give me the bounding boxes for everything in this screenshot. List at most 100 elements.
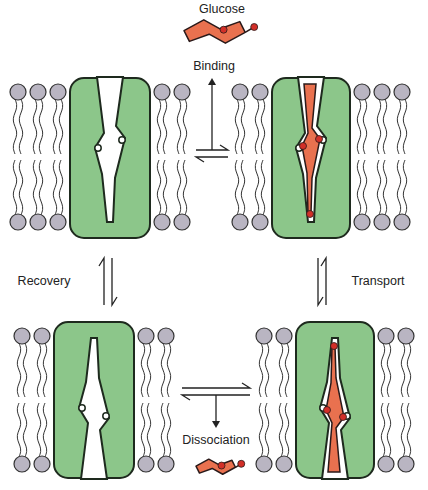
lipid-tail — [381, 403, 384, 457]
lipid-head — [30, 214, 46, 230]
lipid-head — [398, 456, 414, 472]
lipid-tail — [383, 99, 386, 154]
lipid-tail — [265, 343, 268, 397]
lipid-tail — [397, 99, 400, 154]
lipid-head — [50, 84, 66, 100]
lipid-tail — [397, 160, 400, 215]
lipid-tail — [401, 403, 404, 457]
glucose-hydroxyl — [307, 211, 314, 218]
lipid-tail — [401, 343, 404, 397]
glucose-hydroxyl — [316, 136, 323, 143]
glucose-hydroxyl — [238, 460, 245, 467]
lipid-tail — [177, 99, 180, 154]
lipid-tail — [39, 160, 42, 215]
binding-cleft — [296, 77, 326, 222]
step-label: Recovery — [16, 274, 73, 289]
transporter-protein — [296, 322, 374, 478]
step-label: Binding — [191, 59, 237, 74]
lipid-tail — [59, 160, 62, 215]
lipid-head — [158, 456, 174, 472]
lipid-tail — [53, 160, 56, 215]
lipid-head — [154, 84, 170, 100]
lipid-tail — [147, 343, 150, 397]
lipid-tail — [259, 403, 262, 457]
lipid-tail — [37, 403, 40, 457]
binding-cleft — [320, 338, 350, 479]
lipid-head — [34, 456, 50, 472]
lipid-head — [34, 328, 50, 344]
lipid-tail — [39, 99, 42, 154]
glucose-molecule — [184, 20, 245, 43]
branch-line — [215, 395, 216, 422]
lipid-head — [14, 328, 30, 344]
lipid-head — [50, 214, 66, 230]
lipid-tail — [147, 403, 150, 457]
branch-line — [211, 84, 212, 150]
step-label: Glucose — [197, 2, 247, 17]
lipid-tail — [43, 343, 46, 397]
arrowhead — [208, 78, 216, 85]
lipid-tail — [279, 343, 282, 397]
lipid-head — [158, 328, 174, 344]
lipid-tail — [161, 403, 164, 457]
glucose-hydroxyl — [331, 343, 338, 350]
equilibrium-harpoon — [321, 258, 326, 305]
lipid-head — [14, 456, 30, 472]
lipid-tail — [183, 160, 186, 215]
lipid-head — [276, 456, 292, 472]
lipid-tail — [141, 403, 144, 457]
lipid-tail — [357, 99, 360, 154]
lipid-tail — [407, 343, 410, 397]
lipid-head — [174, 84, 190, 100]
lipid-tail — [241, 99, 244, 154]
lipid-tail — [23, 403, 26, 457]
binding-site — [95, 145, 101, 151]
lipid-tail — [387, 403, 390, 457]
lipid-tail — [363, 99, 366, 154]
lipid-tail — [387, 343, 390, 397]
glucose-hydroxyl — [218, 462, 225, 469]
lipid-head — [394, 214, 410, 230]
lipid-tail — [13, 99, 16, 154]
lipid-tail — [279, 403, 282, 457]
lipid-tail — [255, 160, 258, 215]
lipid-tail — [157, 160, 160, 215]
binding-cleft — [79, 338, 109, 479]
glucose-hydroxyl — [300, 143, 307, 150]
lipid-tail — [53, 99, 56, 154]
lipid-head — [374, 84, 390, 100]
lipid-tail — [19, 160, 22, 215]
lipid-head — [138, 456, 154, 472]
glucose-hydroxyl — [251, 24, 258, 31]
lipid-head — [354, 214, 370, 230]
lipid-head — [378, 456, 394, 472]
lipid-tail — [23, 343, 26, 397]
binding-site — [79, 405, 85, 411]
lipid-head — [232, 214, 248, 230]
binding-site — [119, 137, 125, 143]
lipid-head — [394, 84, 410, 100]
lipid-tail — [403, 99, 406, 154]
lipid-tail — [141, 343, 144, 397]
lipid-tail — [33, 160, 36, 215]
lipid-tail — [163, 99, 166, 154]
lipid-tail — [285, 403, 288, 457]
lipid-head — [398, 328, 414, 344]
lipid-tail — [285, 343, 288, 397]
lipid-tail — [157, 99, 160, 154]
arrowhead — [212, 421, 220, 428]
lipid-head — [10, 214, 26, 230]
lipid-tail — [265, 403, 268, 457]
lipid-tail — [17, 343, 20, 397]
lipid-tail — [407, 403, 410, 457]
lipid-head — [252, 84, 268, 100]
lipid-head — [138, 328, 154, 344]
lipid-head — [374, 214, 390, 230]
glucose-hydroxyl — [220, 26, 227, 33]
equilibrium-harpoon — [112, 258, 117, 305]
transporter-protein — [272, 78, 350, 238]
lipid-tail — [17, 403, 20, 457]
lipid-tail — [167, 403, 170, 457]
lipid-tail — [377, 99, 380, 154]
